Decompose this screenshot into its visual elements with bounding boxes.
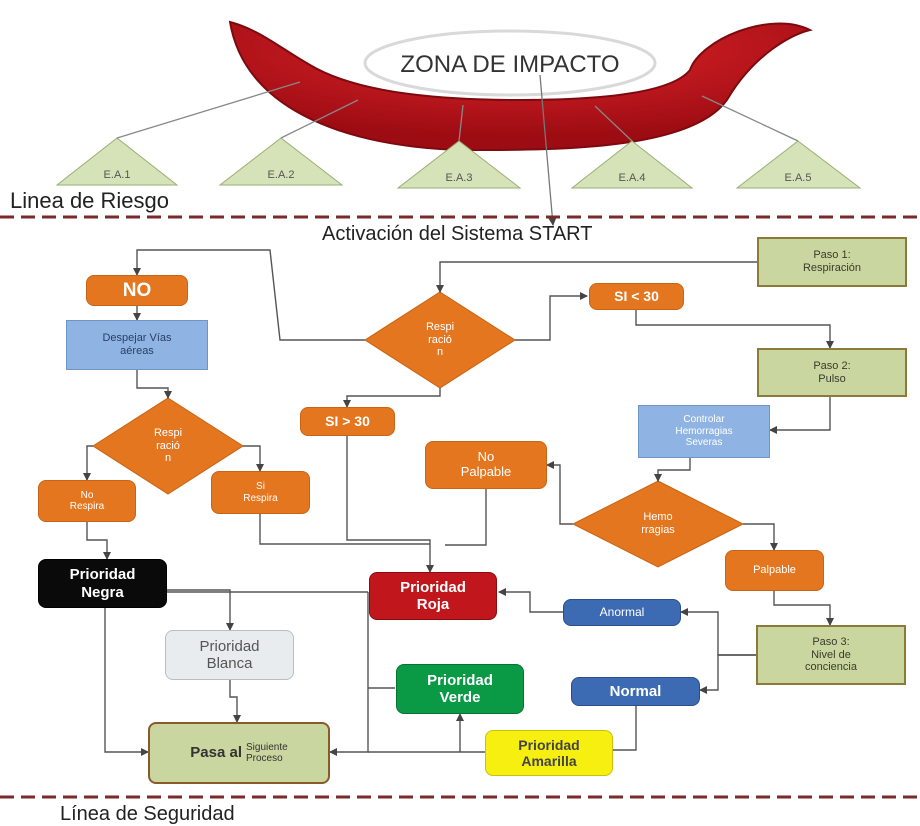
decision-hemorragias-label: Hemo rragias <box>641 511 675 536</box>
area-triangle-4 <box>570 140 694 189</box>
impact-connectors <box>116 81 799 142</box>
area-label-4: E.A.4 <box>619 172 646 184</box>
outcome-no-palpable: No Palpable <box>425 441 547 489</box>
decision-respiracion-left-label: Respi ració n <box>153 427 183 465</box>
area-triangle-3 <box>396 140 522 189</box>
area-triangle-5 <box>735 140 862 189</box>
status-normal: Normal <box>571 677 700 706</box>
area-triangle-2 <box>218 137 344 186</box>
priority-negra: Prioridad Negra <box>38 559 167 608</box>
decision-hemorragias <box>571 480 745 568</box>
next-process-box: Pasa al Siguiente Proceso <box>148 722 330 784</box>
area-label-1: E.A.1 <box>104 169 131 181</box>
next-process-main: Pasa al <box>190 744 242 762</box>
area-label-3: E.A.3 <box>446 172 473 184</box>
action-controlar: Controlar Hemorragias Severas <box>638 405 770 458</box>
area-label-2: E.A.2 <box>268 169 295 181</box>
impact-zone-label: ZONA DE IMPACTO <box>400 51 619 78</box>
area-triangle-1 <box>55 137 179 186</box>
priority-roja: Prioridad Roja <box>369 572 497 620</box>
step-paso3: Paso 3: Nivel de conciencia <box>756 625 906 685</box>
outcome-si-mayor-30: SI > 30 <box>300 407 395 436</box>
step-paso2: Paso 2: Pulso <box>757 348 907 397</box>
impact-zone-oval <box>363 29 657 97</box>
outcome-si-respira: Si Respira <box>211 471 310 514</box>
next-process-rest: Siguiente Proceso <box>246 741 288 765</box>
activation-arrow-line <box>539 74 557 226</box>
step-paso1: Paso 1: Respiración <box>757 237 907 287</box>
outcome-si-menor-30: SI < 30 <box>589 283 684 310</box>
safety-line-label: Línea de Seguridad <box>60 803 235 825</box>
outcome-palpable: Palpable <box>725 550 824 591</box>
area-label-5: E.A.5 <box>785 172 812 184</box>
decision-respiracion-left <box>92 397 244 495</box>
action-despejar: Despejar Vías aéreas <box>66 320 208 370</box>
decision-respiracion-top-label: Respi ració n <box>425 321 455 359</box>
risk-line-label: Linea de Riesgo <box>10 188 170 213</box>
status-anormal: Anormal <box>563 599 681 626</box>
priority-blanca: Prioridad Blanca <box>165 630 294 680</box>
outcome-no: NO <box>86 275 188 306</box>
activation-label: Activación del Sistema START <box>322 223 593 245</box>
priority-amarilla: Prioridad Amarilla <box>485 730 613 776</box>
outcome-no-respira: No Respira <box>38 480 136 522</box>
priority-verde: Prioridad Verde <box>396 664 524 714</box>
